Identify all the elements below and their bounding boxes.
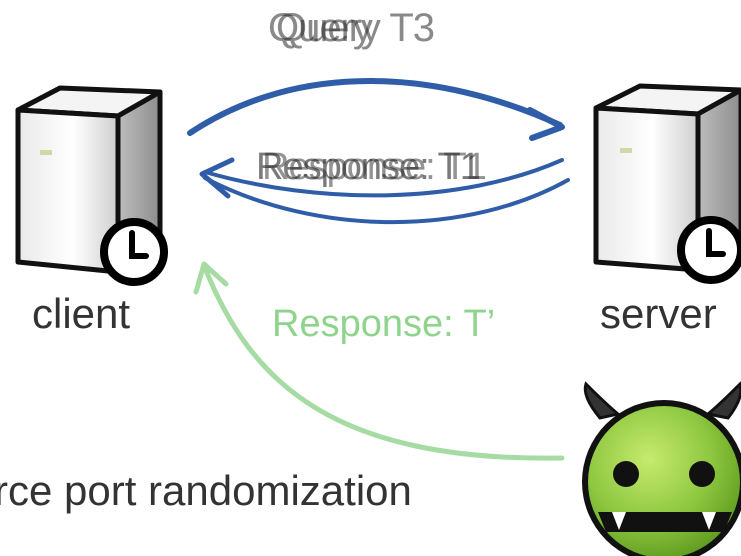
response-label: Response: T1 <box>262 146 487 188</box>
query-label: Query T3 <box>276 6 435 50</box>
query-label-ghost: Query <box>268 6 373 50</box>
attacker-arrowhead <box>193 261 229 295</box>
client-label: client <box>32 290 131 337</box>
caption-text: rce port randomization <box>0 467 412 514</box>
response-label-ghost: Response: T1 <box>256 146 481 188</box>
server-clock-icon <box>677 216 741 284</box>
server-label: server <box>600 290 717 337</box>
query-arrow <box>187 78 563 136</box>
response-arrowhead <box>199 157 235 199</box>
query-arrowhead <box>527 107 565 141</box>
response-arrow-1 <box>203 158 564 198</box>
response-arrow-2 <box>203 176 570 225</box>
client-clock-icon <box>100 218 168 286</box>
attacker-response-label: Response: T’ <box>272 303 496 345</box>
attacker-monster-icon <box>582 381 741 556</box>
attacker-arrow <box>202 265 565 461</box>
